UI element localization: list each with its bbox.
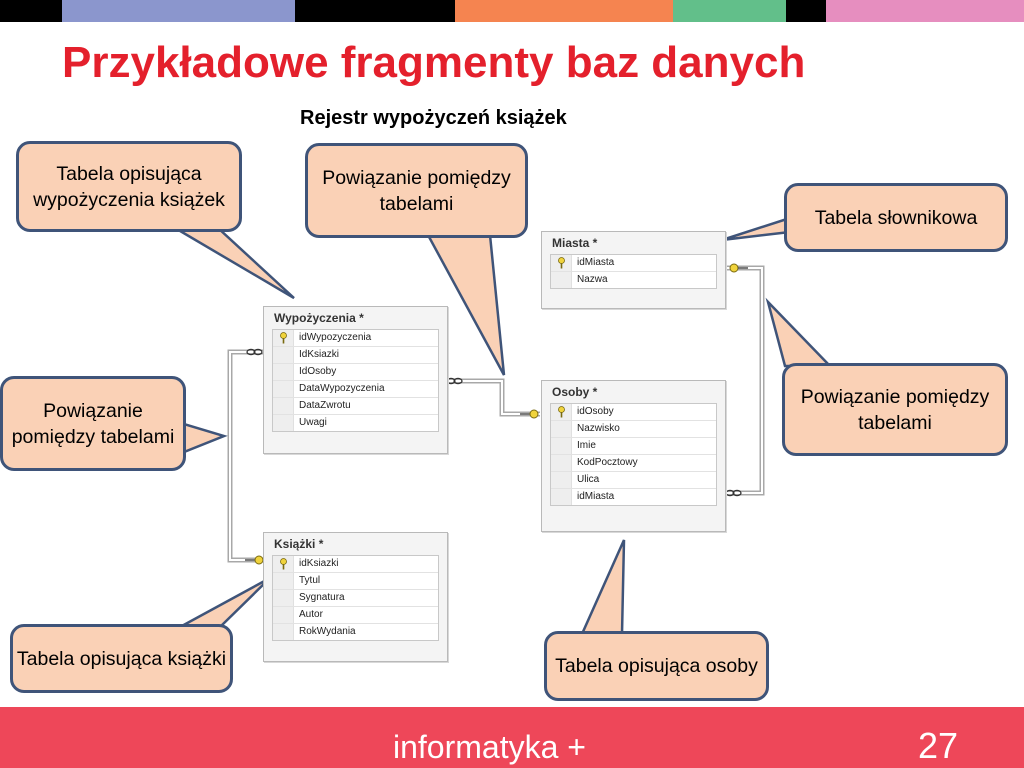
stripe-segment: [826, 0, 1024, 22]
callout-text: Tabela opisująca wypożyczenia książek: [33, 162, 225, 211]
table-field-row[interactable]: idOsoby: [551, 404, 716, 421]
field-list: idWypozyczenia IdKsiazki IdOsoby DataWyp…: [272, 329, 439, 432]
slide-subtitle: Rejestr wypożyczeń książek: [300, 107, 567, 129]
primary-key-icon: [280, 332, 287, 344]
field-name: Autor: [299, 609, 323, 620]
field-name: Nazwisko: [577, 423, 620, 434]
stripe-segment: [786, 0, 826, 22]
field-name: Sygnatura: [299, 592, 345, 603]
page-number: 27: [918, 725, 959, 766]
infinity-icon: [725, 489, 742, 497]
footer-brand: informatyka +: [393, 729, 586, 765]
key-icon: [729, 263, 748, 273]
field-name: DataZwrotu: [299, 400, 351, 411]
table-field-row[interactable]: idMiasta: [551, 255, 716, 272]
callout-tabela-wypozyczenia: Tabela opisująca wypożyczenia książek: [16, 141, 242, 232]
table-field-row[interactable]: IdOsoby: [273, 364, 438, 381]
stripe-segment: [0, 0, 62, 22]
field-name: Uwagi: [299, 417, 327, 428]
callout-pointer: [765, 297, 833, 368]
table-wypozyczenia[interactable]: Wypożyczenia * idWypozyczenia IdKsiazki …: [263, 306, 448, 454]
callout-text: Tabela opisująca osoby: [555, 655, 758, 677]
table-field-row[interactable]: KodPocztowy: [551, 455, 716, 472]
table-title: Książki *: [274, 537, 324, 551]
callout-pointer: [580, 539, 626, 636]
field-name: IdKsiazki: [299, 349, 340, 360]
table-field-row[interactable]: Uwagi: [273, 415, 438, 431]
slide-title: Przykładowe fragmenty baz danych: [62, 38, 806, 87]
callout-tabela-ksiazki: Tabela opisująca książki: [10, 624, 233, 693]
table-field-row[interactable]: Nazwa: [551, 272, 716, 288]
field-name: RokWydania: [299, 626, 356, 637]
field-name: Imie: [577, 440, 596, 451]
table-field-row[interactable]: DataWypozyczenia: [273, 381, 438, 398]
table-field-row[interactable]: DataZwrotu: [273, 398, 438, 415]
callout-pointer: [721, 216, 792, 242]
table-field-row[interactable]: idMiasta: [551, 489, 716, 505]
primary-key-icon: [558, 257, 565, 269]
infinity-icon: [246, 348, 263, 356]
table-field-row[interactable]: Nazwisko: [551, 421, 716, 438]
key-icon: [245, 555, 264, 565]
callout-text: Powiązanie pomiędzy tabelami: [800, 385, 990, 434]
table-title: Miasta *: [552, 236, 598, 250]
relation-line-wypozyczenia-osoby: [446, 378, 540, 417]
callout-tabela-osoby: Tabela opisująca osoby: [544, 631, 769, 701]
callout-powiazanie-left: Powiązanie pomiędzy tabelami: [0, 376, 186, 471]
callout-powiazanie-top: Powiązanie pomiędzy tabelami: [305, 143, 528, 238]
callout-pointer: [170, 226, 295, 300]
relation-line-miasta-osoby: [724, 265, 765, 496]
table-osoby[interactable]: Osoby * idOsoby Nazwisko Imie KodPocztow…: [541, 380, 726, 532]
table-title: Osoby *: [552, 385, 598, 399]
relation-line-wypozyczenia-ksiazki: [227, 349, 263, 563]
field-name: DataWypozyczenia: [299, 383, 385, 394]
field-name: idMiasta: [577, 491, 615, 502]
field-list: idOsoby Nazwisko Imie KodPocztowy Ulica …: [550, 403, 717, 506]
top-color-stripe: [0, 0, 1024, 22]
table-field-row[interactable]: idKsiazki: [273, 556, 438, 573]
table-field-row[interactable]: Autor: [273, 607, 438, 624]
field-name: idWypozyczenia: [299, 332, 372, 343]
table-field-row[interactable]: IdKsiazki: [273, 347, 438, 364]
field-list: idKsiazki Tytul Sygnatura Autor RokWydan…: [272, 555, 439, 641]
field-name: Nazwa: [577, 274, 608, 285]
footer-bar: informatyka + 27: [0, 707, 1024, 768]
field-name: idMiasta: [577, 257, 615, 268]
callout-pointer: [182, 422, 228, 454]
field-name: IdOsoby: [299, 366, 337, 377]
primary-key-icon: [280, 558, 287, 570]
field-name: Tytul: [299, 575, 321, 586]
table-field-row[interactable]: RokWydania: [273, 624, 438, 640]
table-miasta[interactable]: Miasta * idMiasta Nazwa: [541, 231, 726, 309]
stripe-segment: [673, 0, 786, 22]
stripe-segment: [62, 0, 295, 22]
callout-powiazanie-right: Powiązanie pomiędzy tabelami: [782, 363, 1008, 456]
table-field-row[interactable]: Sygnatura: [273, 590, 438, 607]
callout-text: Tabela słownikowa: [814, 206, 978, 229]
stripe-segment: [295, 0, 455, 22]
table-field-row[interactable]: idWypozyczenia: [273, 330, 438, 347]
primary-key-icon: [558, 406, 565, 418]
table-field-row[interactable]: Tytul: [273, 573, 438, 590]
field-name: Ulica: [577, 474, 600, 485]
key-icon: [520, 409, 539, 419]
field-list: idMiasta Nazwa: [550, 254, 717, 289]
callout-text: Powiązanie pomiędzy tabelami: [11, 399, 175, 448]
stripe-segment: [455, 0, 673, 22]
field-name: KodPocztowy: [577, 457, 638, 468]
table-field-row[interactable]: Ulica: [551, 472, 716, 489]
callout-text: Tabela opisująca książki: [16, 647, 227, 670]
callout-tabela-slownikowa: Tabela słownikowa: [784, 183, 1008, 252]
table-ksiazki[interactable]: Książki * idKsiazki Tytul Sygnatura Auto…: [263, 532, 448, 662]
field-name: idOsoby: [577, 406, 614, 417]
callout-pointer: [179, 576, 271, 629]
table-title: Wypożyczenia *: [274, 311, 364, 325]
callout-text: Powiązanie pomiędzy tabelami: [322, 166, 511, 215]
field-name: idKsiazki: [299, 558, 339, 569]
table-field-row[interactable]: Imie: [551, 438, 716, 455]
